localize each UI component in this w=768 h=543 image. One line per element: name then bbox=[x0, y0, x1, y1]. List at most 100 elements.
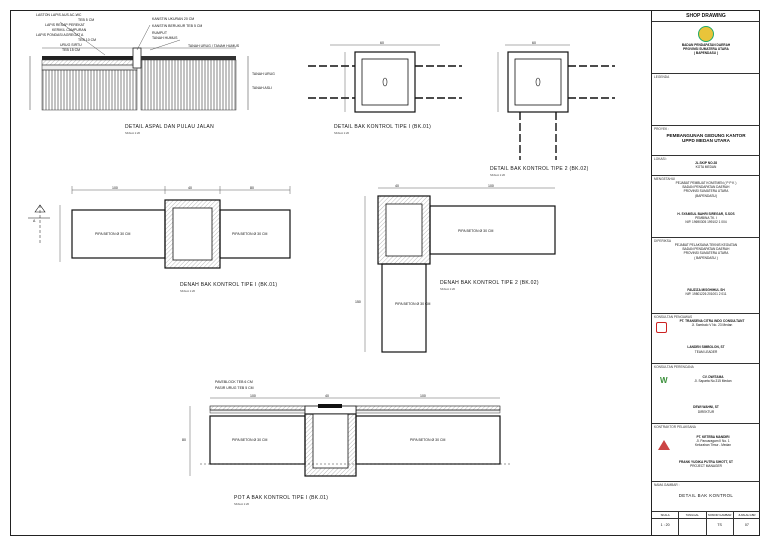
drawing-frame bbox=[10, 10, 760, 536]
tb-contractor-label: KONTRAKTOR PELAKSANA bbox=[654, 425, 696, 429]
tb-planner: KONSULTAN PERENCANA W CV. DWITAMA Jl. Sa… bbox=[652, 364, 760, 424]
tb-location-label: LOKASI : bbox=[654, 157, 668, 161]
note-layer5: LAPIS PONDASI AGREGAT A bbox=[36, 33, 84, 37]
supervisor-logo-icon bbox=[656, 322, 667, 333]
tb-ppk: MENGETAHUI PEJABAT PEMBUAT KOMITMEN ( P … bbox=[652, 176, 760, 238]
title-asphalt-detail: DETAIL ASPAL DAN PULAU JALAN bbox=[125, 124, 214, 130]
pipe-label-3: PIPA BETON Ø 30 CM bbox=[458, 229, 494, 233]
dim-section-mid: 40 bbox=[325, 394, 329, 398]
contractor-logo-icon bbox=[658, 440, 670, 450]
dim-section-height: 80 bbox=[182, 438, 186, 442]
tb-pptk-line2: BADAN PENDAPATAN DAERAH bbox=[682, 247, 730, 252]
tb-legend-label: LEGENDA bbox=[654, 75, 670, 79]
tb-planner-address: Jl. Saparta No.315 Medan bbox=[694, 379, 732, 384]
pipe-label-1: PIPA BETON Ø 30 CM bbox=[95, 232, 131, 236]
dim-bk01-mid: 40 bbox=[188, 186, 192, 190]
note-right7: TANAH URUG / TANAH HUMUS bbox=[188, 44, 240, 48]
dim-section-left: 100 bbox=[250, 394, 256, 398]
note-layer8: TEB 15 CM bbox=[62, 48, 81, 52]
note-layer4: KERIKIL CAMPURAN bbox=[52, 28, 87, 32]
scale-bk02-detail: SKALA 1:20 bbox=[490, 173, 506, 177]
bk01-section-a bbox=[189, 397, 510, 477]
dim-bk02-height: 150 bbox=[355, 300, 361, 304]
tb-agency: BADAN PENDAPATAN DAERAH PROVINSI SUMATER… bbox=[652, 22, 760, 74]
tb-agency-line1: BADAN PENDAPATAN DAERAH bbox=[681, 43, 731, 47]
tb-agency-line3: ( BAPENDASU ) bbox=[693, 51, 719, 56]
tb-approve-label: MENGETAHUI bbox=[654, 177, 676, 181]
tb-project: PROYEK : PEMBANGUNAN GEDUNG KANTOR UPPD … bbox=[652, 126, 760, 156]
tb-ppk-rank: PEMBINA TK. I bbox=[695, 216, 717, 221]
tb-code-label: NOMOR GAMBAR bbox=[706, 513, 733, 519]
tb-ppk-line1: PEJABAT PEMBUAT KOMITMEN ( P P K ) bbox=[675, 181, 737, 185]
title-bk01-detail: DETAIL BAK KONTROL TIPE I (BK.01) bbox=[334, 124, 432, 130]
scale-section-a: SKALA 1:20 bbox=[234, 502, 250, 506]
note-layer3: LAPIS RESAP PEREKAT bbox=[45, 23, 85, 27]
tb-ppk-name: H. SYAMSUL BAHRI SIREGAR, S.SOS bbox=[677, 211, 735, 216]
tb-scale-value: 1 : 20 bbox=[660, 523, 670, 527]
tb-project-line1: PEMBANGUNAN GEDUNG KANTOR bbox=[666, 133, 746, 138]
scale-bk01-detail: SKALA 1:20 bbox=[334, 131, 350, 135]
tb-date-cell: TANGGAL bbox=[679, 512, 707, 536]
tb-planner-company: CV. DWITAMA bbox=[702, 375, 724, 379]
bk01-plan-detail bbox=[308, 44, 462, 113]
tb-location: LOKASI : JL.SKIP NO.28 KOTA MEDAN bbox=[652, 156, 760, 176]
note-right2: KANSTIN BERUKUR TEB 5 CM bbox=[152, 24, 203, 28]
note-pave2: PASIR URUG TEB 5 CM bbox=[215, 386, 254, 390]
dim-bk02-top: 60 bbox=[532, 41, 536, 45]
title-bk02-plan: DENAH BAK KONTROL TIPE 2 (BK.02) bbox=[440, 280, 539, 286]
tb-date-label: TANGGAL bbox=[679, 512, 706, 519]
tb-supervisor-address: Jl. Sambalo V No. 23 Medan bbox=[691, 323, 733, 328]
tb-code-cell: NOMOR GAMBAR TS bbox=[706, 512, 734, 536]
tb-contractor-role: PROJECT MANAGER bbox=[690, 463, 722, 468]
tb-pptk: DIPERIKSA PEJABAT PELAKSANA TEKNIS KEGIA… bbox=[652, 238, 760, 314]
tb-pptk-name: FAUZIZA MISGHIHUL SH bbox=[687, 287, 725, 292]
tb-project-label: PROYEK : bbox=[654, 127, 670, 131]
bk02-plan-detail bbox=[497, 44, 615, 160]
tb-contractor: KONTRAKTOR PELAKSANA PT. KETEBA MANDIRI … bbox=[652, 424, 760, 482]
tb-planner-role: DIREKTUR bbox=[697, 409, 715, 414]
dim-bk01-left: 100 bbox=[112, 186, 118, 190]
dim-bk02-right: 100 bbox=[488, 184, 494, 188]
tb-drawing-label: NAMA GAMBAR : bbox=[654, 483, 680, 487]
note-right3: RUMPUT bbox=[152, 31, 167, 35]
pipe-label-4: PIPA BETON Ø 30 CM bbox=[395, 302, 431, 306]
tb-supervisor-company: PT. TRANSENA CITRA INDO CONSULTANT bbox=[679, 319, 745, 323]
asphalt-detail-drawing bbox=[29, 21, 249, 111]
dim-section-right: 100 bbox=[420, 394, 426, 398]
tb-supervisor-role: TEAM LEADER bbox=[694, 349, 718, 354]
pipe-label-6: PIPA BETON Ø 30 CM bbox=[410, 438, 446, 442]
tb-pages-label: JUMLAH LBR bbox=[733, 512, 760, 519]
title-bk02-detail: DETAIL BAK KONTROL TIPE 2 (BK.02) bbox=[490, 166, 589, 172]
bk01-layout-plan bbox=[28, 186, 291, 269]
tb-contractor-person: FRANK YUDIKA PUTRA SIHOTT, ST bbox=[679, 459, 733, 464]
tb-pptk-line1: PEJABAT PELAKSANA TEKNIS KEGIATAN bbox=[674, 243, 738, 247]
section-marker-a: A bbox=[33, 219, 36, 223]
tb-legend: LEGENDA bbox=[652, 74, 760, 126]
tb-planner-label: KONSULTAN PERENCANA bbox=[654, 365, 694, 369]
tb-contractor-company: PT. KETEBA MANDIRI bbox=[696, 435, 730, 439]
note-layer7: URUG SIRTU bbox=[60, 43, 82, 47]
note-pave1: PAVEBLOCK TEB 6 CM bbox=[215, 380, 253, 384]
planner-logo-icon: W bbox=[660, 376, 668, 385]
note-right1: KANSTIN UKURAN 20 CM bbox=[152, 17, 195, 21]
tb-scale-cell: SKALA 1 : 20 bbox=[652, 512, 680, 536]
tb-supervisor: KONSULTAN PENGAWAS PT. TRANSENA CITRA IN… bbox=[652, 314, 760, 364]
tb-drawing-name: NAMA GAMBAR : DETAIL BAK KONTROL bbox=[652, 482, 760, 512]
tb-header: SHOP DRAWING bbox=[652, 10, 760, 22]
dim-bk02-mid: 40 bbox=[395, 184, 399, 188]
tb-supervisor-label: KONSULTAN PENGAWAS bbox=[654, 315, 693, 319]
tb-project-line2: UPPD MEDAN UTARA bbox=[682, 138, 730, 143]
tb-supervisor-person: LANDEN SIMBOLON, ST bbox=[687, 345, 725, 350]
government-emblem-icon bbox=[698, 26, 714, 42]
title-section-a: POT A BAK KONTROL TIPE I (BK.01) bbox=[234, 495, 329, 501]
note-right5: TANAH URUG bbox=[252, 72, 275, 76]
scale-bk01-plan: SKALA 1:20 bbox=[180, 289, 196, 293]
dim-bk01-right: 80 bbox=[250, 186, 254, 190]
tb-pptk-line3: PROVINSI SUMATERA UTARA bbox=[683, 251, 729, 256]
tb-ppk-nip: NIP. 19690305 199102 1 004 bbox=[685, 220, 727, 225]
tb-contractor-address2: Kelurahan Timur - Medan bbox=[695, 443, 731, 448]
tb-drawing-value: DETAIL BAK KONTROL bbox=[678, 493, 734, 498]
tb-code-value: TS bbox=[717, 523, 722, 527]
tb-scale-label: SKALA bbox=[652, 512, 679, 519]
